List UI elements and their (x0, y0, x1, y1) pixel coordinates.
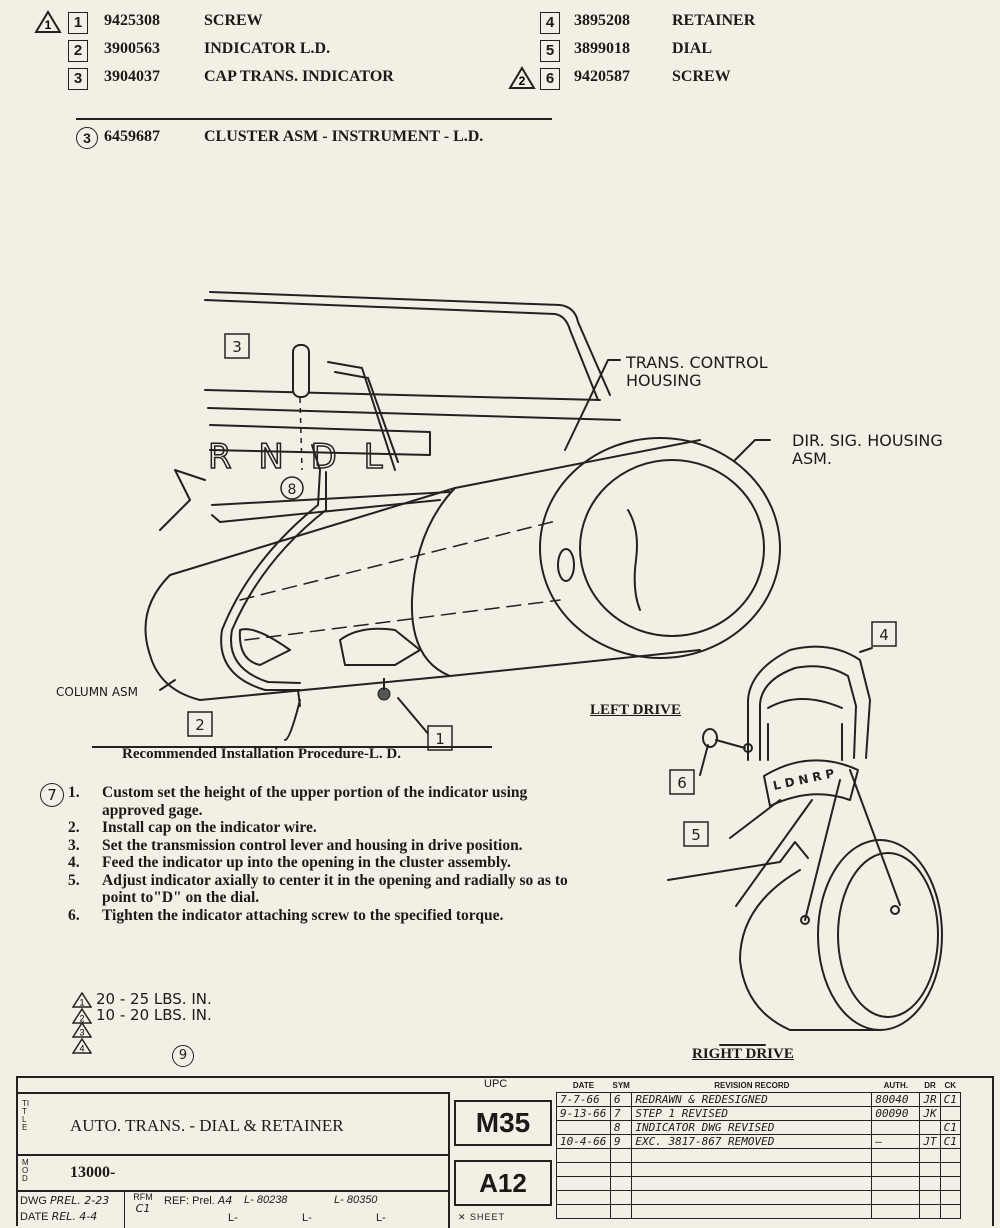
procedure-step: 2.Install cap on the indicator wire. (68, 819, 317, 836)
procedure-step: 4.Feed the indicator up into the opening… (68, 854, 511, 871)
procedure-step: 1.Custom set the height of the upper por… (68, 784, 528, 819)
callout-3: 3 (232, 338, 242, 356)
part-name: RETAINER (672, 12, 756, 29)
assembly-name: CLUSTER ASM - INSTRUMENT - L.D. (204, 128, 484, 145)
torque-row: 1 20 - 25 LBS. IN. (71, 990, 212, 1009)
svg-text:2: 2 (519, 74, 526, 88)
svg-text:3: 3 (79, 1028, 84, 1038)
part-no: 3895208 (574, 12, 630, 29)
sheet-code: A12 (454, 1160, 552, 1206)
retainer-dial-letters: L D N R P (772, 766, 836, 793)
part-no: 9420587 (574, 68, 630, 85)
note-flag-triangle: 1 (34, 10, 62, 39)
note-flag-triangle: 2 (508, 66, 536, 95)
revision-row (556, 1204, 961, 1219)
revision-row (556, 1176, 961, 1191)
model-cell-label: MOD (22, 1158, 29, 1183)
title-block: TITLE AUTO. TRANS. - DIAL & RETAINER MOD… (16, 1076, 994, 1228)
ref-row: REF: Prel. A4 (164, 1194, 233, 1207)
part-name: INDICATOR L.D. (204, 40, 331, 57)
callout-2: 2 (195, 716, 205, 734)
upc-label: UPC (484, 1078, 508, 1090)
note-circle: 3 (76, 127, 98, 149)
callout-1: 1 (435, 730, 445, 748)
title-cell-label: TITLE (22, 1099, 30, 1132)
part-number-box: 6 (540, 68, 560, 90)
note-circle-9: 9 (172, 1045, 194, 1067)
torque-row: 3 (71, 1021, 93, 1043)
procedure-step: 3.Set the transmission control lever and… (68, 836, 523, 854)
svg-text:8: 8 (288, 482, 297, 498)
procedure-step: 5.Adjust indicator axially to center it … (68, 871, 568, 907)
model-cell: MOD 13000- (18, 1154, 450, 1190)
model-number: 13000- (70, 1164, 116, 1181)
upc-code: M35 (454, 1100, 552, 1146)
part-number-box: 1 (68, 12, 88, 34)
torque-row: 2 10 - 20 LBS. IN. (71, 1006, 212, 1025)
title-cell: TITLE AUTO. TRANS. - DIAL & RETAINER (18, 1092, 450, 1154)
l-ref: L- (302, 1212, 312, 1224)
callout-6: 6 (677, 774, 687, 792)
callout-box-5 (683, 821, 709, 847)
l-ref: L- 80238 (244, 1194, 288, 1206)
assembly-part-no: 6459687 (104, 128, 160, 145)
callout-box-2 (187, 711, 213, 737)
part-no: 3899018 (574, 40, 630, 57)
part-name: SCREW (204, 12, 263, 29)
callout-box-6 (669, 769, 695, 795)
revision-row (556, 1190, 961, 1205)
dwg-row: DWG PREL. 2-23 (20, 1194, 110, 1207)
revision-header-row: DATE SYM REVISION RECORD AUTH. DR CK (572, 1080, 956, 1090)
part-name: DIAL (672, 40, 713, 57)
left-drive-label: LEFT DRIVE (590, 702, 681, 718)
l-ref: L- (228, 1212, 238, 1224)
svg-text:1: 1 (79, 998, 84, 1008)
procedure-steps: 1.Custom set the height of the upper por… (68, 784, 583, 924)
note-circle-7: 7 (40, 783, 64, 807)
procedure-title: Recommended Installation Procedure-L. D. (122, 746, 402, 762)
dial-letters: R N D L (208, 437, 391, 477)
drawing-title: AUTO. TRANS. - DIAL & RETAINER (70, 1116, 344, 1135)
installation-diagram: 3 2 1 4 6 5 8 R N D L L D N R P (144, 291, 943, 1046)
part-number-box: 3 (68, 68, 88, 90)
revision-row (556, 1148, 961, 1163)
part-no: 9425308 (104, 12, 160, 29)
callout-box-4 (871, 621, 897, 647)
divider (76, 118, 552, 120)
svg-text:2: 2 (79, 1014, 84, 1024)
callout-5: 5 (691, 826, 701, 844)
part-number-box: 2 (68, 40, 88, 62)
part-name: SCREW (672, 68, 731, 85)
svg-text:4: 4 (79, 1044, 84, 1054)
part-no: 3904037 (104, 68, 160, 85)
revision-table: DATE SYM REVISION RECORD AUTH. DR CK 7-7… (556, 1078, 961, 1219)
l-ref: L- 80350 (334, 1194, 378, 1206)
right-drive-label: RIGHT DRIVE (692, 1046, 794, 1062)
column-asm-label: COLUMN ASM (56, 685, 139, 699)
note-circle-8 (280, 476, 304, 500)
part-number-box: 5 (540, 40, 560, 62)
torque-row: 4 (71, 1037, 93, 1059)
part-no: 3900563 (104, 40, 160, 57)
part-number-box: 4 (540, 12, 560, 34)
procedure-step: 6.Tighten the indicator attaching screw … (68, 906, 504, 924)
procedure-title-rule (92, 746, 492, 748)
callout-box-3 (224, 333, 250, 359)
part-name: CAP TRANS. INDICATOR (204, 68, 394, 85)
revision-row (556, 1162, 961, 1177)
svg-text:1: 1 (45, 18, 52, 32)
l-ref: L- (376, 1212, 386, 1224)
callout-4: 4 (879, 626, 889, 644)
sheet-label: ✕ SHEET (458, 1212, 506, 1222)
dir-sig-housing-label: DIR. SIG. HOUSING ASM. (792, 431, 943, 468)
trans-control-housing-label: TRANS. CONTROL HOUSING (626, 353, 768, 390)
date-row: DATE REL. 4-4 (20, 1210, 98, 1223)
